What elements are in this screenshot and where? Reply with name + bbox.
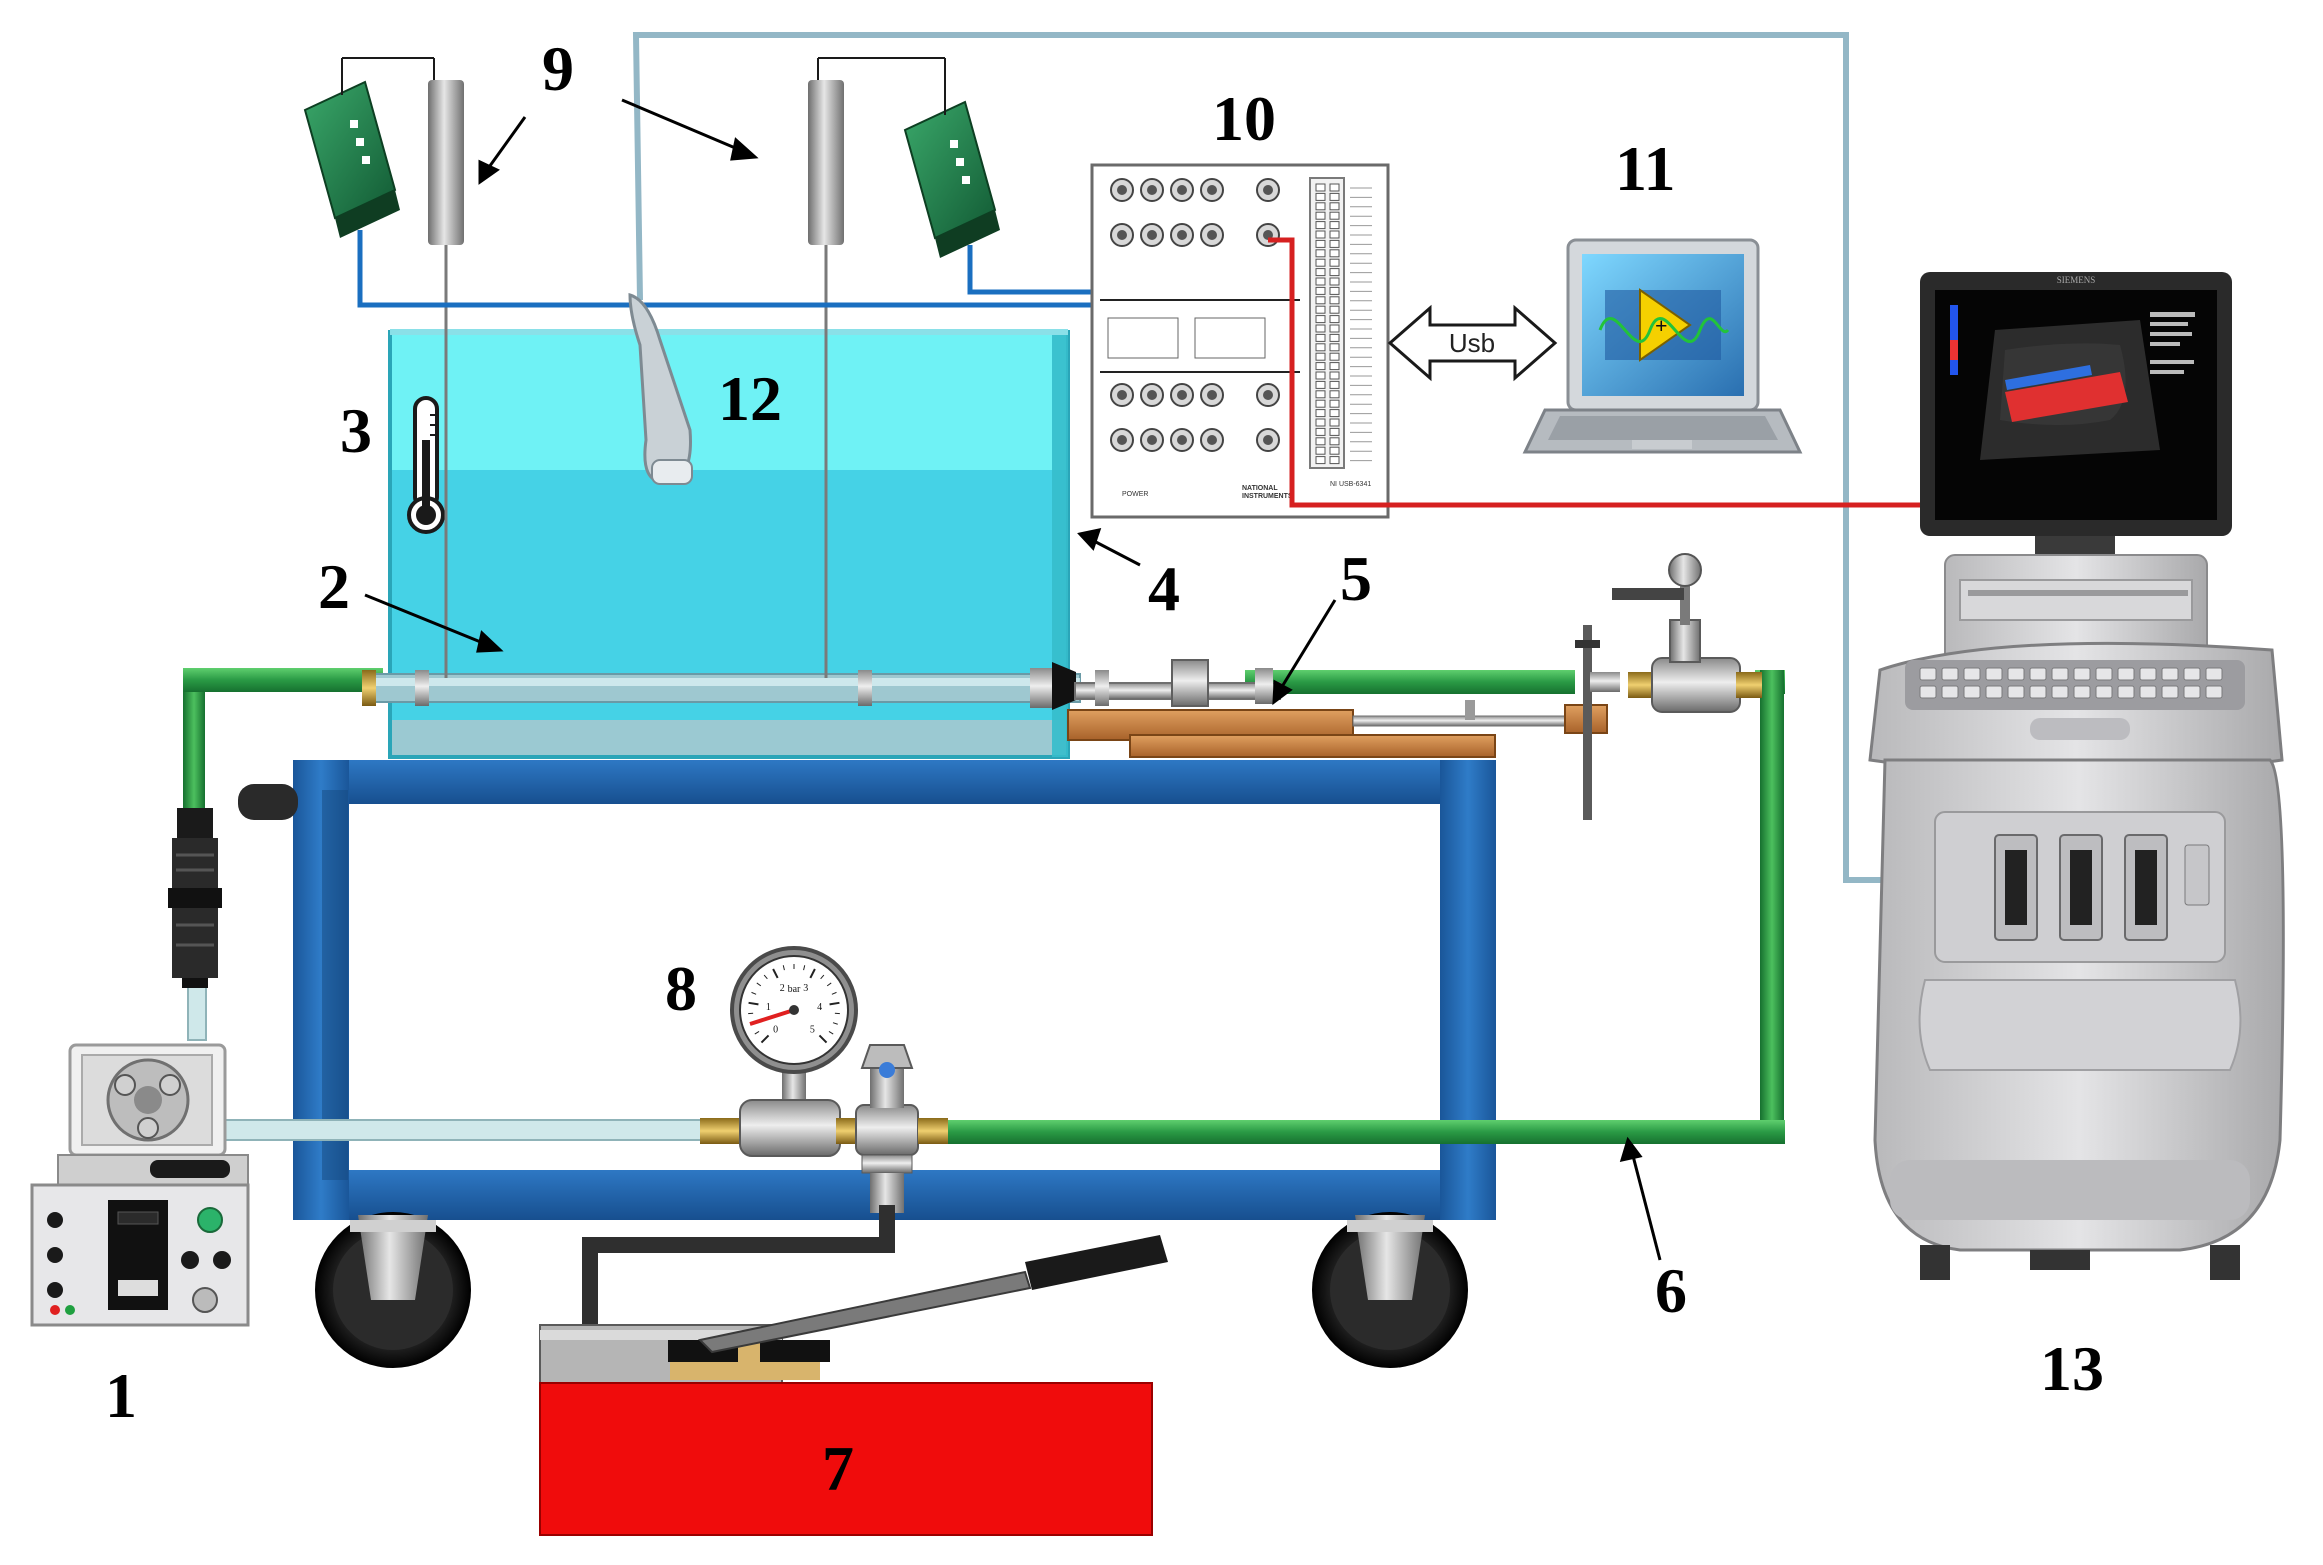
daq-brand-line1: NATIONAL <box>1242 485 1278 492</box>
adjust-screw-rod <box>1583 625 1592 820</box>
label-6: 6 <box>1655 1255 1687 1326</box>
slider-base-board <box>1130 735 1495 757</box>
gauge-unit: bar <box>788 984 801 995</box>
pipe-right-vertical <box>1760 670 1784 1120</box>
pump-lever <box>150 1160 230 1178</box>
label-5: 5 <box>1340 543 1372 614</box>
label-4: 4 <box>1148 553 1180 624</box>
peristaltic-pump <box>32 1045 248 1325</box>
wheel-right <box>1312 1212 1468 1368</box>
thermometer-icon <box>409 398 443 532</box>
label-11: 11 <box>1615 133 1675 204</box>
daq-board: NATIONAL INSTRUMENTS POWER NI USB-6341 <box>1092 165 1388 517</box>
transmitter-right <box>818 58 1000 258</box>
label-10: 10 <box>1212 83 1276 154</box>
laptop: + <box>1525 240 1800 452</box>
label-12: 12 <box>718 363 782 434</box>
pipe-right-top <box>1245 670 1575 694</box>
label-13: 13 <box>2040 1333 2104 1404</box>
wheel-left <box>315 1212 471 1368</box>
svg-text:+: + <box>1655 313 1668 338</box>
sensor-wiring <box>360 195 1158 305</box>
label-9: 9 <box>542 33 574 104</box>
pipe-left-top <box>183 668 383 692</box>
usb-link-label: Usb <box>1449 328 1495 358</box>
gauge-tick-label: 1 <box>766 1002 771 1013</box>
daq-model-label: NI USB-6341 <box>1330 481 1371 488</box>
hydraulic-hand-pump <box>540 1205 1168 1535</box>
usb-link-arrow: Usb <box>1390 308 1555 378</box>
outlet-valve <box>1612 554 1762 712</box>
ultrasound-machine: SIEMENS <box>1870 272 2283 1280</box>
label-1: 1 <box>105 1360 137 1431</box>
us-brand-label: SIEMENS <box>2057 275 2096 285</box>
label-8: 8 <box>665 953 697 1024</box>
daq-power-label: POWER <box>1122 491 1148 498</box>
pump-handle-bar <box>700 1272 1030 1352</box>
gauge-tick-label: 4 <box>817 1002 822 1013</box>
daq-brand-line2: INSTRUMENTS <box>1242 493 1293 500</box>
inline-connector <box>168 808 222 988</box>
gauge-tick-label: 5 <box>810 1024 815 1035</box>
cart-handle <box>238 784 298 820</box>
label-3: 3 <box>340 395 372 466</box>
frame-right-post <box>1440 760 1496 1220</box>
pipe-pump-inlet <box>215 1120 705 1140</box>
gauge-tick-label: 0 <box>773 1024 778 1035</box>
frame-top-rail <box>293 760 1493 804</box>
label-2: 2 <box>318 551 350 622</box>
transmitter-left <box>305 58 434 238</box>
pump-handle-grip <box>1025 1235 1168 1290</box>
tank-water <box>392 470 1066 755</box>
label-7: 7 <box>822 1433 854 1504</box>
gauge-tick-label: 2 <box>780 983 785 994</box>
tank-floor <box>392 720 1066 755</box>
gauge-tick-label: 3 <box>803 983 808 994</box>
pipe-bottom-return <box>945 1120 1785 1144</box>
pressure-gauge: 012 345 bar <box>732 948 856 1108</box>
